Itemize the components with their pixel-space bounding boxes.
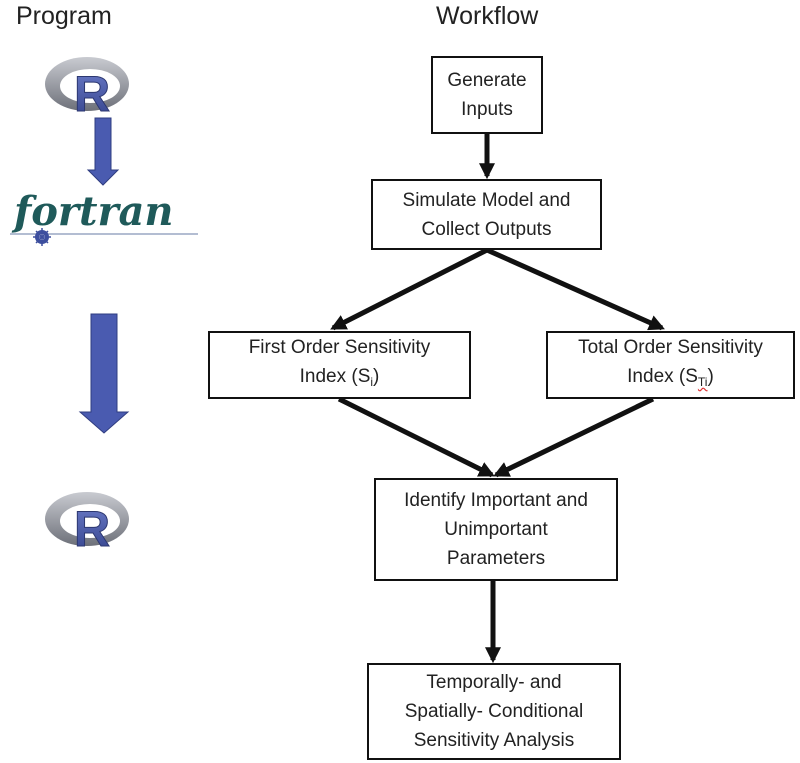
fortran-logo-icon: fortran: [10, 190, 198, 246]
box-line: Total Order Sensitivity: [578, 337, 763, 358]
identify-parameters-box: Identify Important and Unimportant Param…: [374, 478, 618, 581]
index-suffix: ): [707, 366, 714, 387]
r-logo-icon: R: [45, 492, 129, 555]
box-line: Sensitivity Analysis: [413, 730, 575, 751]
first-order-index-box: First Order Sensitivity Index (Si): [208, 331, 471, 399]
program-heading: Program: [16, 2, 112, 30]
box-line: Inputs: [461, 99, 513, 120]
index-prefix: Index (S: [627, 366, 698, 387]
index-suffix: ): [373, 366, 380, 387]
box-line: Simulate Model and: [402, 189, 571, 211]
total-order-index-box: Total Order Sensitivity Index (STi): [546, 331, 795, 399]
program-arrow-long: [78, 313, 130, 434]
box-line: Generate: [447, 70, 527, 91]
box-line: Identify Important and: [404, 490, 588, 511]
box-line: Collect Outputs: [421, 218, 552, 240]
box-line: First Order Sensitivity: [248, 337, 431, 358]
index-prefix: Index (S: [299, 366, 371, 387]
box-line: Index (STi): [578, 362, 763, 397]
arrow-total-identify: [493, 396, 655, 478]
arrow-first-identify: [337, 396, 495, 478]
workflow-heading: Workflow: [436, 2, 539, 30]
box-line: Index (Si): [249, 362, 431, 397]
box-line: Unimportant: [444, 519, 548, 540]
conditional-analysis-box: Temporally- and Spatially- Conditional S…: [367, 663, 621, 760]
svg-text:fortran: fortran: [11, 190, 174, 235]
index-subscript: i: [370, 375, 374, 389]
index-subscript: Ti: [697, 375, 708, 389]
program-arrow-short: [86, 117, 120, 186]
svg-text:R: R: [74, 501, 110, 555]
box-line: Parameters: [446, 548, 546, 569]
box-line: Spatially- Conditional: [404, 701, 584, 722]
box-line: Temporally- and: [426, 672, 562, 693]
simulate-model-box: Simulate Model and Collect Outputs: [371, 179, 602, 250]
arrow-simulate-total: [485, 247, 665, 331]
arrow-simulate-first: [330, 247, 489, 331]
svg-text:R: R: [74, 66, 110, 120]
generate-inputs-box: Generate Inputs: [431, 56, 543, 134]
r-logo-icon: R: [45, 57, 129, 120]
